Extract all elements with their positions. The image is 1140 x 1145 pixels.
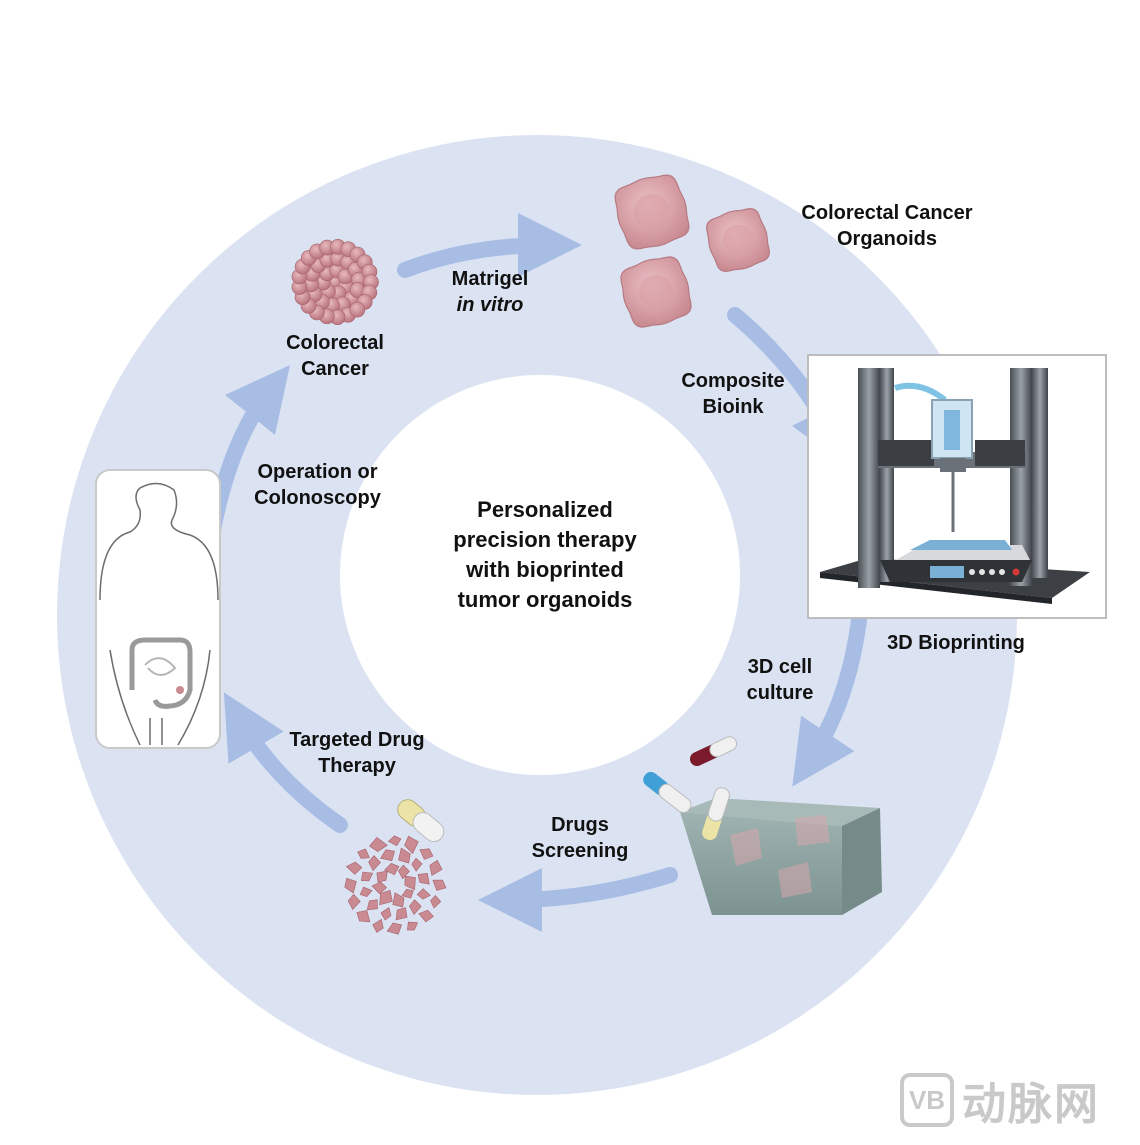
label-composite-bioink: Composite Bioink (668, 368, 798, 420)
label-3d-bioprinting: 3D Bioprinting (876, 630, 1036, 656)
label-3d-cell-culture: 3D cell culture (725, 654, 835, 706)
label-colorectal-cancer: Colorectal Cancer (270, 330, 400, 382)
label-colorectal-cancer-line-1: Colorectal (286, 332, 384, 354)
center-title-line-3: with bioprinted (466, 557, 624, 582)
label-operation-line-1: Operation or (257, 461, 378, 483)
arrow-drugs-screening (478, 867, 678, 932)
watermark: VB 动脉网 (900, 1070, 1100, 1130)
capsule-icon (397, 799, 445, 843)
label-organoids-line-1: Colorectal Cancer (801, 202, 973, 224)
hydrogel-block-illustration (643, 736, 882, 915)
center-title: Personalized precision therapy with biop… (395, 495, 695, 615)
patient-body-illustration (95, 469, 221, 749)
label-organoids-line-2: Organoids (836, 228, 937, 250)
label-targeted-drug-line-1: Targeted Drug (289, 729, 425, 751)
label-drugs-screening-line-1: Drugs (551, 814, 609, 836)
center-title-line-2: precision therapy (453, 527, 637, 552)
organoids-icon (614, 174, 771, 328)
label-operation-line-2: Colonoscopy (254, 487, 381, 509)
label-organoids: Colorectal Cancer Organoids (787, 200, 987, 252)
arrow-3d-cell-culture (792, 604, 868, 787)
watermark-logo-icon: VB (900, 1073, 954, 1127)
label-drugs-screening: Drugs Screening (520, 812, 640, 864)
arrow-matrigel (397, 213, 582, 278)
label-3d-cell-culture-line-2: culture (746, 682, 814, 704)
label-in-vitro: in vitro (456, 294, 524, 316)
center-title-line-1: Personalized (477, 497, 613, 522)
center-title-line-4: tumor organoids (457, 587, 633, 612)
label-3d-bioprinting-line: 3D Bioprinting (887, 632, 1025, 654)
label-matrigel-line: Matrigel (451, 268, 529, 290)
watermark-text: 动脉网 (962, 1079, 1100, 1130)
label-composite-bioink-line-2: Bioink (702, 396, 764, 418)
label-operation-colonoscopy: Operation or Colonoscopy (240, 459, 395, 511)
tumor-sphere-icon (291, 239, 379, 325)
label-colorectal-cancer-line-2: Cancer (301, 358, 369, 380)
label-targeted-drug-therapy: Targeted Drug Therapy (277, 727, 437, 779)
label-matrigel: Matrigel in vitro (430, 266, 550, 318)
label-drugs-screening-line-2: Screening (531, 840, 629, 862)
arrow-targeted-therapy (223, 692, 348, 833)
label-targeted-drug-line-2: Therapy (318, 755, 396, 777)
bioprinter-illustration (807, 354, 1107, 619)
label-3d-cell-culture-line-1: 3D cell (747, 656, 813, 678)
label-composite-bioink-line-1: Composite (681, 370, 785, 392)
fragmented-tumor-icon (344, 835, 447, 935)
